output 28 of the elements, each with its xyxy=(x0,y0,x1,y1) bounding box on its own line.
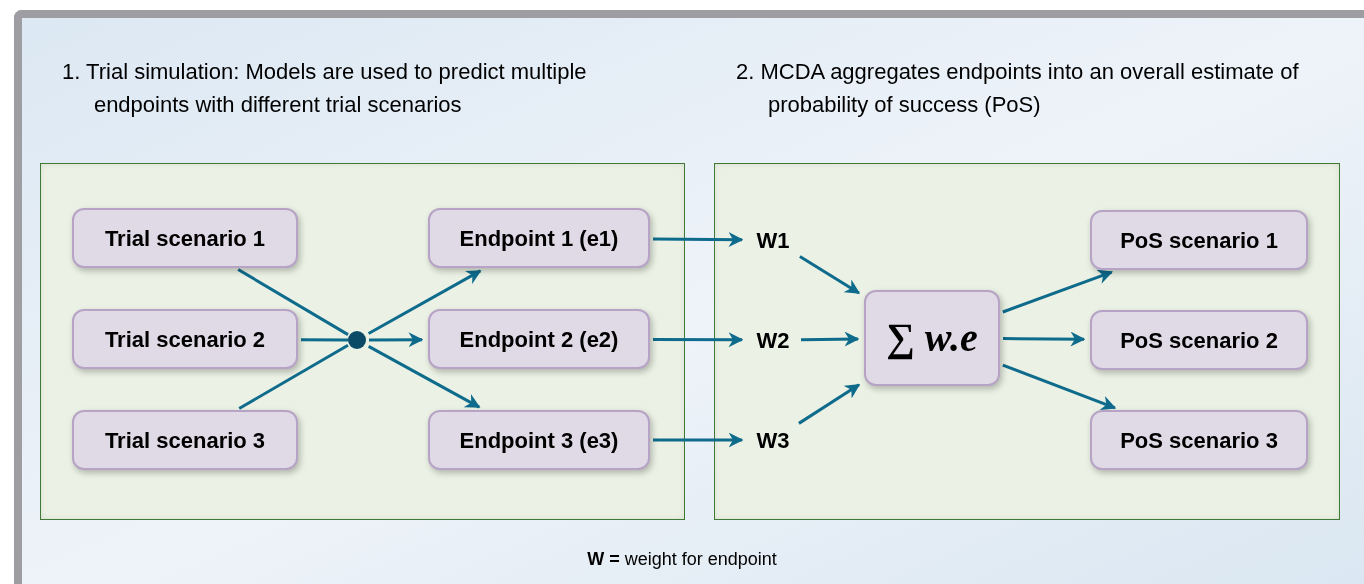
process-box: PoS scenario 2 xyxy=(1090,310,1308,370)
arrow xyxy=(1003,331,1086,347)
arrow xyxy=(369,332,424,348)
process-box: Endpoint 2 (e2) xyxy=(428,309,650,369)
process-box: Endpoint 1 (e1) xyxy=(428,208,650,268)
process-box: Endpoint 3 (e3) xyxy=(428,410,650,470)
panel-heading: 2. MCDA aggregates endpoints into an overall estimate of probability of success (PoS) xyxy=(736,58,1300,119)
process-box: PoS scenario 1 xyxy=(1090,210,1308,270)
arrow xyxy=(653,232,744,248)
process-box: PoS scenario 3 xyxy=(1090,410,1308,470)
process-box: Trial scenario 3 xyxy=(72,410,298,470)
arrow xyxy=(799,255,861,295)
arrow xyxy=(800,331,860,347)
arrow xyxy=(367,345,481,409)
arrow xyxy=(653,432,744,448)
arrow xyxy=(367,269,482,335)
weight-label: W2 xyxy=(748,325,798,355)
weight-label: W1 xyxy=(748,225,798,255)
arrow xyxy=(653,332,744,348)
process-box: Trial scenario 1 xyxy=(72,208,298,268)
panel-heading: 1. Trial simulation: Models are used to predict multiple endpoints with different trial scenarios xyxy=(62,58,588,119)
arrow xyxy=(1002,363,1117,411)
arrow xyxy=(798,383,861,425)
arrow xyxy=(1002,269,1114,314)
weight-label: W3 xyxy=(748,425,798,455)
sum-box: ∑ w.e xyxy=(864,290,1000,386)
process-box: Trial scenario 2 xyxy=(72,309,298,369)
legend-note: W = weight for endpoint xyxy=(587,548,777,571)
